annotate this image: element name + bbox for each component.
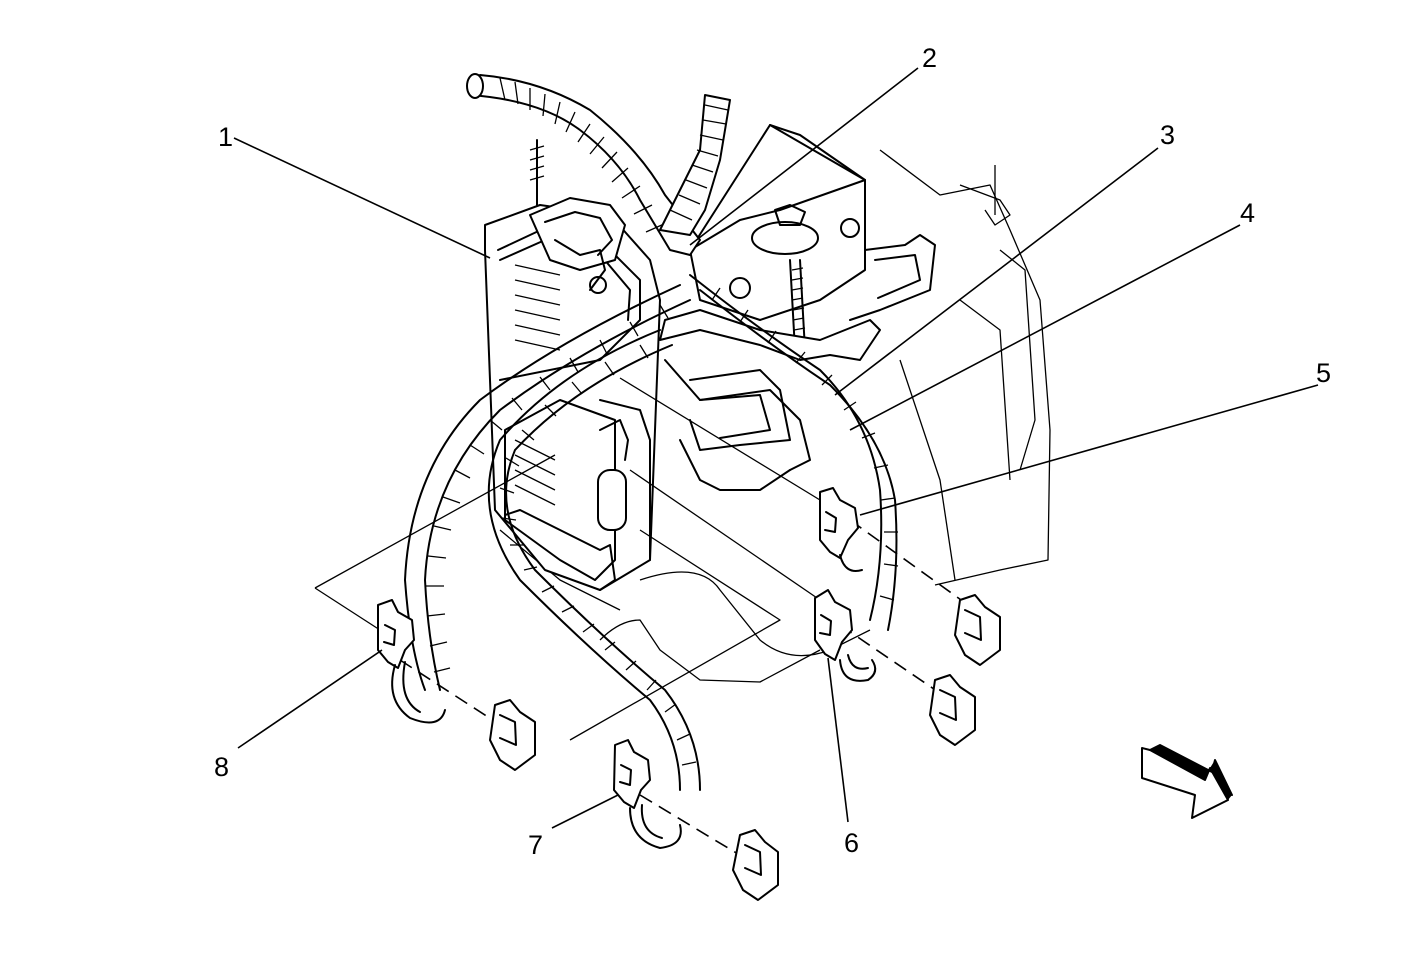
callout-4: 4 bbox=[1240, 198, 1255, 228]
callout-3: 3 bbox=[1160, 120, 1175, 150]
loose-clip-8 bbox=[489, 699, 536, 771]
callout-1: 1 bbox=[218, 122, 233, 152]
view-direction-arrow-icon bbox=[1141, 744, 1233, 819]
callout-7: 7 bbox=[528, 830, 543, 860]
callout-6: 6 bbox=[844, 828, 859, 858]
loose-clip-5 bbox=[954, 594, 1001, 666]
callout-8: 8 bbox=[214, 752, 229, 782]
guide-lines bbox=[314, 377, 976, 861]
installed-clip-7 bbox=[613, 739, 682, 849]
loose-clip-6 bbox=[929, 674, 976, 746]
body-panel bbox=[879, 149, 1051, 586]
leader-lines bbox=[233, 67, 1319, 829]
installed-clip-6 bbox=[814, 589, 877, 682]
abs-module-box bbox=[659, 124, 936, 491]
loose-clip-7 bbox=[732, 829, 779, 901]
callout-labels: 1 2 3 4 5 6 7 8 bbox=[214, 43, 1331, 860]
wiring-conduit bbox=[466, 73, 731, 256]
callout-2: 2 bbox=[922, 43, 937, 73]
callout-5: 5 bbox=[1316, 358, 1331, 388]
control-module bbox=[484, 139, 661, 591]
installed-clip-8 bbox=[377, 599, 446, 724]
installed-clip-5 bbox=[819, 487, 863, 572]
